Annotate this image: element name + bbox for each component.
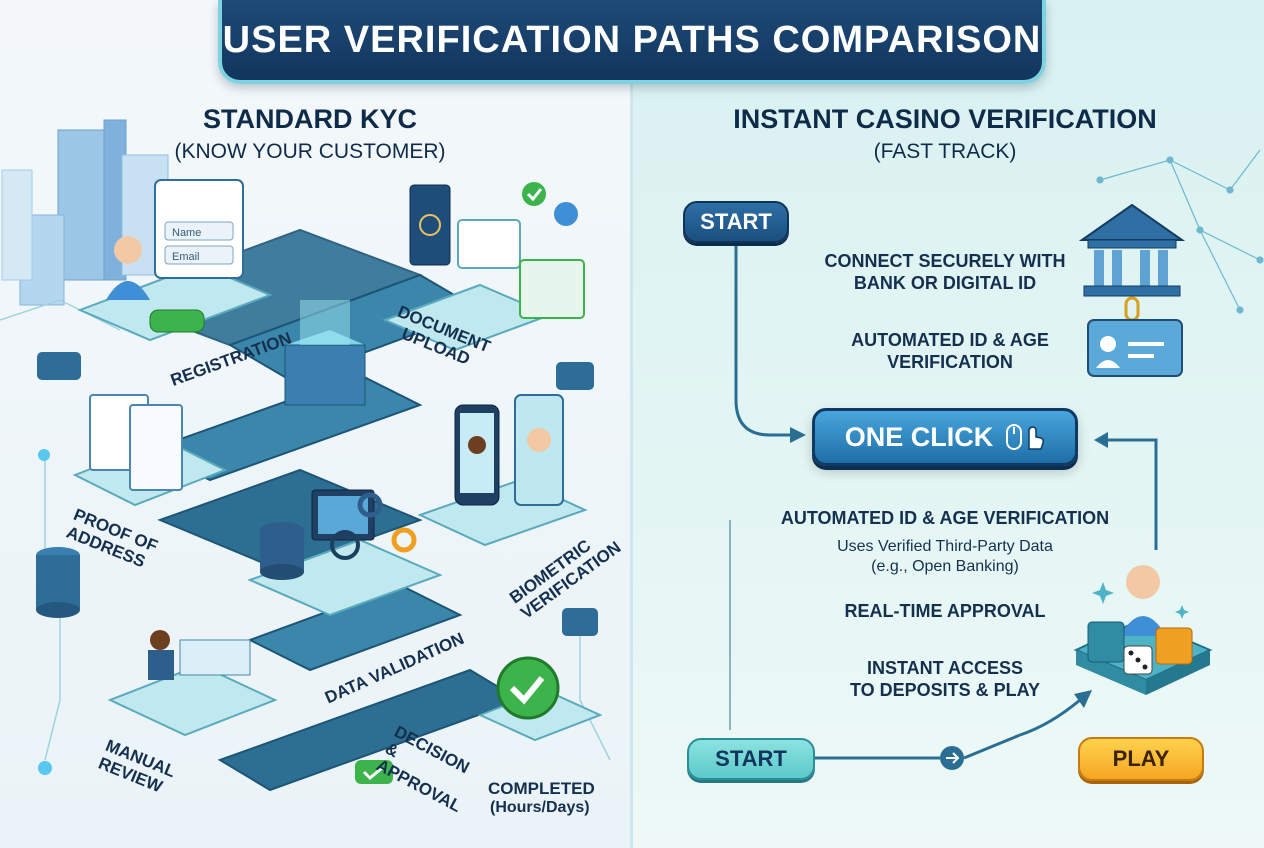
automated-id-line2: VERIFICATION — [887, 352, 1013, 372]
dice-icon — [1123, 645, 1153, 675]
start-button-bottom[interactable]: START — [687, 738, 815, 780]
gear-icon — [357, 492, 383, 518]
standard-kyc-flow-illustration: Name Email — [0, 119, 611, 792]
user-icon — [1120, 565, 1166, 636]
step-label-completed: COMPLETED — [488, 779, 595, 798]
gear-icon-orange — [391, 527, 417, 553]
chain-link-icon — [1124, 296, 1140, 322]
server-icon — [284, 300, 366, 406]
connect-bank-line2: BANK OR DIGITAL ID — [853, 273, 1037, 293]
left-heading: STANDARD KYC — [203, 104, 417, 134]
automated-id-line1: AUTOMATED ID & AGE — [851, 330, 1049, 350]
instant-access-line1: INSTANT ACCESS — [866, 658, 1023, 678]
panel-divider — [630, 0, 633, 848]
bank-icon — [1078, 203, 1186, 297]
right-subheading: (FAST TRACK) — [873, 140, 1017, 163]
instant-verification-flow-illustration — [729, 149, 1264, 770]
automated-id-label: AUTOMATED ID & AGE VERIFICATION — [820, 329, 1080, 373]
database-icon — [260, 522, 304, 580]
checkmark-icon — [522, 182, 546, 206]
start-button-top[interactable]: START — [683, 201, 789, 243]
right-heading: INSTANT CASINO VERIFICATION — [733, 104, 1157, 134]
id-card-icon — [457, 219, 585, 319]
submit-button-icon — [149, 309, 205, 333]
document-icon — [89, 394, 183, 491]
id-card-icon — [1087, 319, 1183, 377]
automated-id-full-label: AUTOMATED ID & AGE VERIFICATION — [780, 508, 1110, 528]
casino-chips-icon — [1087, 621, 1193, 665]
form-name-text: Name — [172, 227, 201, 239]
page-title: USER VERIFICATION PATHS COMPARISON — [222, 18, 1042, 61]
fingerprint-icon — [554, 202, 578, 226]
form-email-text: Email — [172, 251, 200, 263]
passport-icon — [409, 184, 451, 266]
connect-bank-label: CONNECT SECURELY WITH BANK OR DIGITAL ID — [800, 250, 1090, 294]
user-icon — [106, 236, 150, 300]
connect-bank-line1: CONNECT SECURELY WITH — [824, 251, 1066, 271]
registration-form-icon: Name Email — [154, 179, 244, 279]
magnifier-icon — [330, 530, 360, 560]
database-tower-icon — [36, 547, 80, 618]
city-buildings-icon — [1, 119, 169, 306]
face-scan-icon — [514, 394, 564, 506]
instant-access-line2: TO DEPOSITS & PLAY — [849, 680, 1041, 700]
completed-time-label: (Hours/Days) — [490, 799, 590, 816]
reviewer-icon — [148, 630, 251, 680]
completed-check-icon — [496, 656, 560, 720]
one-click-button[interactable]: ONE CLICK — [812, 408, 1078, 466]
instant-access-label: INSTANT ACCESS TO DEPOSITS & PLAY — [810, 657, 1080, 701]
uses-data-line1: Uses Verified Third-Party Data — [837, 538, 1053, 555]
title-banner: USER VERIFICATION PATHS COMPARISON — [218, 0, 1046, 84]
uses-data-line2: (e.g., Open Banking) — [871, 558, 1019, 575]
play-button[interactable]: PLAY — [1078, 737, 1204, 781]
hand-pointer-icon — [1028, 426, 1045, 450]
one-click-label: ONE CLICK — [844, 421, 994, 452]
small-check-icon — [355, 760, 393, 784]
real-time-approval-label: REAL-TIME APPROVAL — [844, 601, 1046, 621]
left-subheading: (KNOW YOUR CUSTOMER) — [174, 140, 446, 163]
phone-icon — [454, 404, 500, 506]
mouse-icon — [1006, 424, 1045, 450]
